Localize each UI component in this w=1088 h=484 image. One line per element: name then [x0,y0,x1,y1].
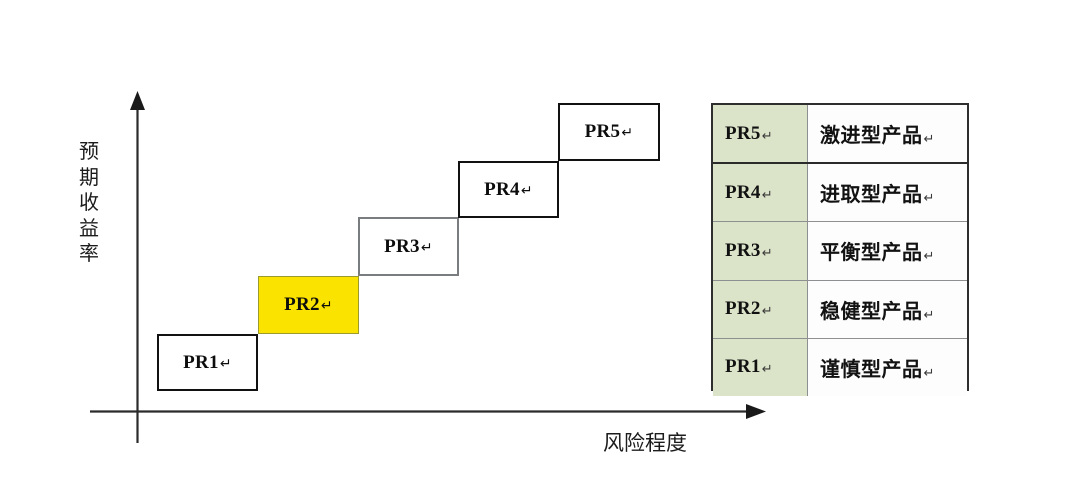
pilcrow-icon: ↵ [761,304,773,320]
pilcrow-icon: ↵ [520,182,533,199]
step-label-pr1: PR1 [183,351,219,373]
pilcrow-icon: ↵ [761,128,773,144]
step-label-pr2: PR2 [284,294,320,315]
table-cell-code: PR5↵ [713,105,808,165]
table-row[interactable]: PR3↵ 平衡型产品↵ [713,221,967,281]
pilcrow-icon: ↵ [219,355,232,372]
pilcrow-icon: ↵ [923,365,935,381]
table-cell-code: PR4↵ [713,162,808,223]
table-cell-code: PR3↵ [713,221,808,281]
step-box-pr1[interactable]: PR1↵ [157,334,258,391]
y-axis-label: 预期收益率 [79,139,99,266]
pilcrow-icon: ↵ [420,239,433,256]
pilcrow-icon: ↵ [923,132,935,148]
pilcrow-icon: ↵ [761,187,773,203]
step-box-pr5[interactable]: PR5↵ [558,103,660,161]
table-cell-name: 谨慎型产品↵ [807,337,967,396]
table-row[interactable]: PR4↵ 进取型产品↵ [713,162,967,223]
table-cell-name: 进取型产品↵ [807,162,967,223]
table-cell-code: PR2↵ [713,279,808,339]
table-cell-name: 平衡型产品↵ [807,221,967,281]
step-box-pr4[interactable]: PR4↵ [458,161,559,218]
table-cell-code: PR1↵ [713,337,808,396]
table-cell-name: 激进型产品↵ [807,105,967,165]
step-label-pr5: PR5 [584,121,621,142]
pilcrow-icon: ↵ [320,298,333,314]
pilcrow-icon: ↵ [923,191,935,207]
pilcrow-icon: ↵ [621,125,634,141]
pilcrow-icon: ↵ [923,249,935,265]
table-row[interactable]: PR2↵ 稳健型产品↵ [713,279,967,339]
pilcrow-icon: ↵ [761,245,773,261]
step-label-pr4: PR4 [484,178,520,200]
step-label-pr3: PR3 [384,235,420,257]
table-row[interactable]: PR1↵ 谨慎型产品↵ [713,337,967,396]
table-cell-name: 稳健型产品↵ [807,279,967,339]
table-row[interactable]: PR5↵ 激进型产品↵ [713,105,967,165]
product-risk-table: PR5↵ 激进型产品↵ PR4↵ 进取型产品↵ PR3↵ 平衡型产品↵ PR2↵… [711,103,969,396]
up-arrow-icon [130,91,145,110]
pilcrow-icon: ↵ [761,362,773,378]
step-box-pr2[interactable]: PR2↵ [258,276,359,334]
step-box-pr3[interactable]: PR3↵ [358,217,459,276]
x-axis-label: 风险程度 [603,431,687,455]
pilcrow-icon: ↵ [923,307,935,323]
right-arrow-icon [746,404,766,419]
